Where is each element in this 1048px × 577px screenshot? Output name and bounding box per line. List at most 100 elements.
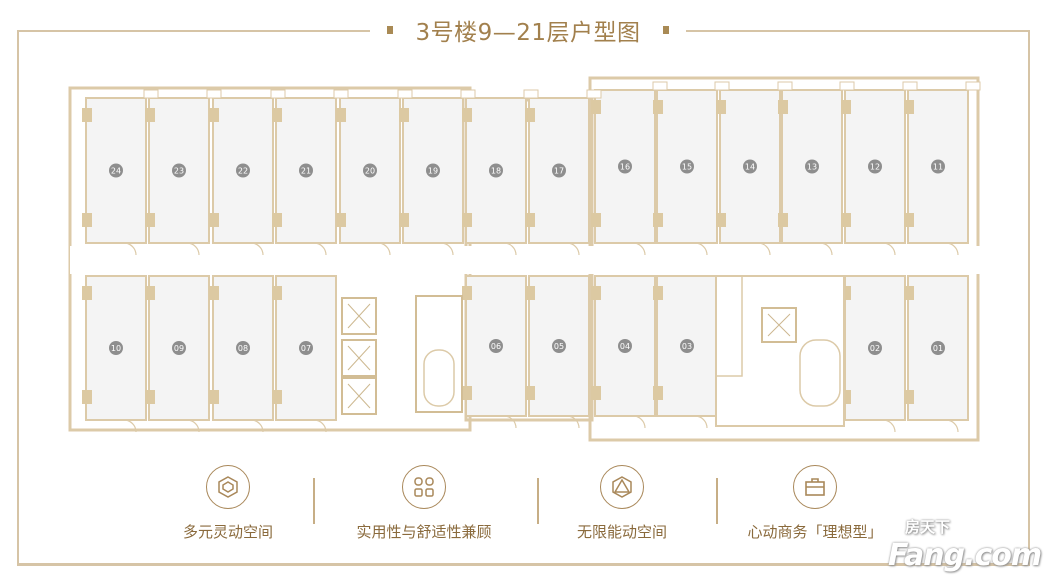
structural-column xyxy=(653,386,663,400)
structural-column xyxy=(272,286,282,300)
feature-business: 心动商务「理想型」 xyxy=(715,465,915,542)
door-swing xyxy=(882,419,896,433)
structural-column xyxy=(462,286,472,300)
elevator-cross xyxy=(347,383,371,409)
structural-column xyxy=(272,390,282,404)
unit-number-badge xyxy=(931,159,945,174)
structural-column xyxy=(82,390,92,404)
stair-run xyxy=(799,339,841,407)
unit-number-badge xyxy=(680,159,694,174)
unit-number: 13 xyxy=(807,163,817,172)
structural-column xyxy=(591,386,601,400)
elevator-cross xyxy=(347,303,371,329)
door-swing xyxy=(250,242,264,256)
window-vent xyxy=(652,81,668,91)
unit-number: 11 xyxy=(933,163,943,172)
door-swing xyxy=(440,242,454,256)
unit-number-badge xyxy=(868,159,882,174)
structural-column xyxy=(904,286,914,300)
unit-number-badge xyxy=(236,163,250,178)
structural-column xyxy=(904,390,914,404)
structural-column xyxy=(841,286,851,300)
structural-column xyxy=(778,100,788,114)
structural-column xyxy=(525,108,535,122)
structural-column xyxy=(209,213,219,227)
structural-column xyxy=(904,213,914,227)
unit-number: 22 xyxy=(238,167,248,176)
unit-number: 21 xyxy=(301,167,311,176)
restroom xyxy=(715,275,743,377)
unit-number-badge xyxy=(363,163,377,178)
window-vent xyxy=(270,89,286,99)
cube-shield-icon xyxy=(206,465,250,509)
window-vent xyxy=(777,81,793,91)
structural-column xyxy=(209,390,219,404)
unit-number: 12 xyxy=(870,163,880,172)
structural-column xyxy=(591,100,601,114)
unit-number: 24 xyxy=(111,167,121,176)
structural-column xyxy=(272,108,282,122)
structural-column xyxy=(778,213,788,227)
corridor xyxy=(70,246,986,274)
structural-column xyxy=(209,108,219,122)
unit-number-badge xyxy=(426,163,440,178)
unit-number-badge xyxy=(172,341,186,355)
unit-number: 06 xyxy=(491,342,501,351)
structural-column xyxy=(82,286,92,300)
structural-column xyxy=(399,108,409,122)
unit-number: 09 xyxy=(174,344,184,353)
title-bar: 3号楼9—21层户型图 xyxy=(370,12,686,48)
unit-number: 01 xyxy=(933,344,943,353)
window-vent xyxy=(965,81,981,91)
watermark-cn: 房天下 xyxy=(905,518,951,536)
door-swing xyxy=(819,242,833,256)
unit-number: 10 xyxy=(111,344,121,353)
door-swing xyxy=(632,415,646,429)
unit-number: 04 xyxy=(620,342,630,351)
unit-number-badge xyxy=(805,159,819,174)
window-vent xyxy=(586,89,602,99)
feature-unlimited-space: 无限能动空间 xyxy=(522,465,722,542)
door-swing xyxy=(632,242,646,256)
window-vent xyxy=(839,81,855,91)
structural-column xyxy=(145,213,155,227)
structural-column xyxy=(525,213,535,227)
unit-number: 18 xyxy=(491,167,501,176)
page-title: 3号楼9—21层户型图 xyxy=(415,20,641,46)
unit-number-badge xyxy=(489,163,503,178)
unit-number-badge xyxy=(552,163,566,178)
divider xyxy=(537,478,539,524)
structural-column xyxy=(82,213,92,227)
window-vent xyxy=(714,81,730,91)
feature-label: 无限能动空间 xyxy=(576,523,667,541)
divider xyxy=(313,478,315,524)
structural-column xyxy=(336,108,346,122)
unit-number: 02 xyxy=(870,344,880,353)
polyhedron-icon xyxy=(600,465,644,509)
structural-column xyxy=(841,213,851,227)
structural-column xyxy=(399,213,409,227)
service-core xyxy=(715,275,845,427)
structural-column xyxy=(525,286,535,300)
grid-four-icon xyxy=(402,465,446,509)
unit-number-badge xyxy=(618,339,632,353)
elevator-cross xyxy=(347,345,371,371)
unit-number: 14 xyxy=(745,163,755,172)
unit-number-badge xyxy=(489,339,503,353)
unit-number: 20 xyxy=(365,167,375,176)
structural-column xyxy=(462,213,472,227)
stair-run xyxy=(423,349,455,407)
window-vent xyxy=(206,89,222,99)
door-swing xyxy=(377,242,391,256)
unit-number-badge xyxy=(236,341,250,355)
unit-number: 23 xyxy=(174,167,184,176)
unit-number-badge xyxy=(109,341,123,355)
door-swing xyxy=(250,419,264,433)
window-vent xyxy=(902,81,918,91)
structural-column xyxy=(591,286,601,300)
door-swing xyxy=(694,242,708,256)
divider xyxy=(716,478,718,524)
unit-number-badge xyxy=(109,163,123,178)
structural-column xyxy=(209,286,219,300)
structural-column xyxy=(462,386,472,400)
